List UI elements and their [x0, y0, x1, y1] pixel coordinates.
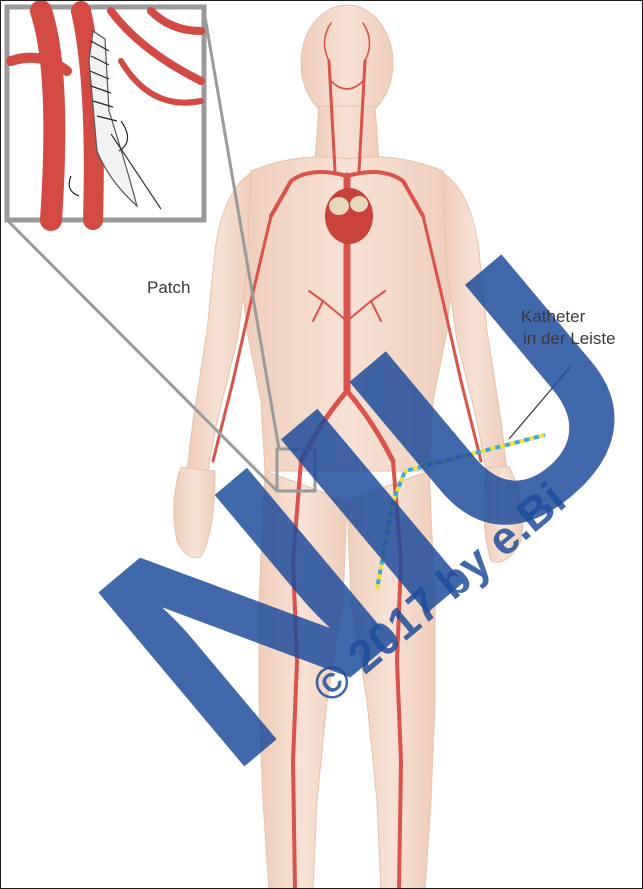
catheter-label-line2: in der Leiste — [523, 329, 616, 349]
patch-label: Patch — [147, 278, 190, 298]
catheter-label-line1: Katheter — [521, 307, 585, 327]
inset-zoom — [7, 7, 204, 220]
heart — [325, 188, 373, 244]
